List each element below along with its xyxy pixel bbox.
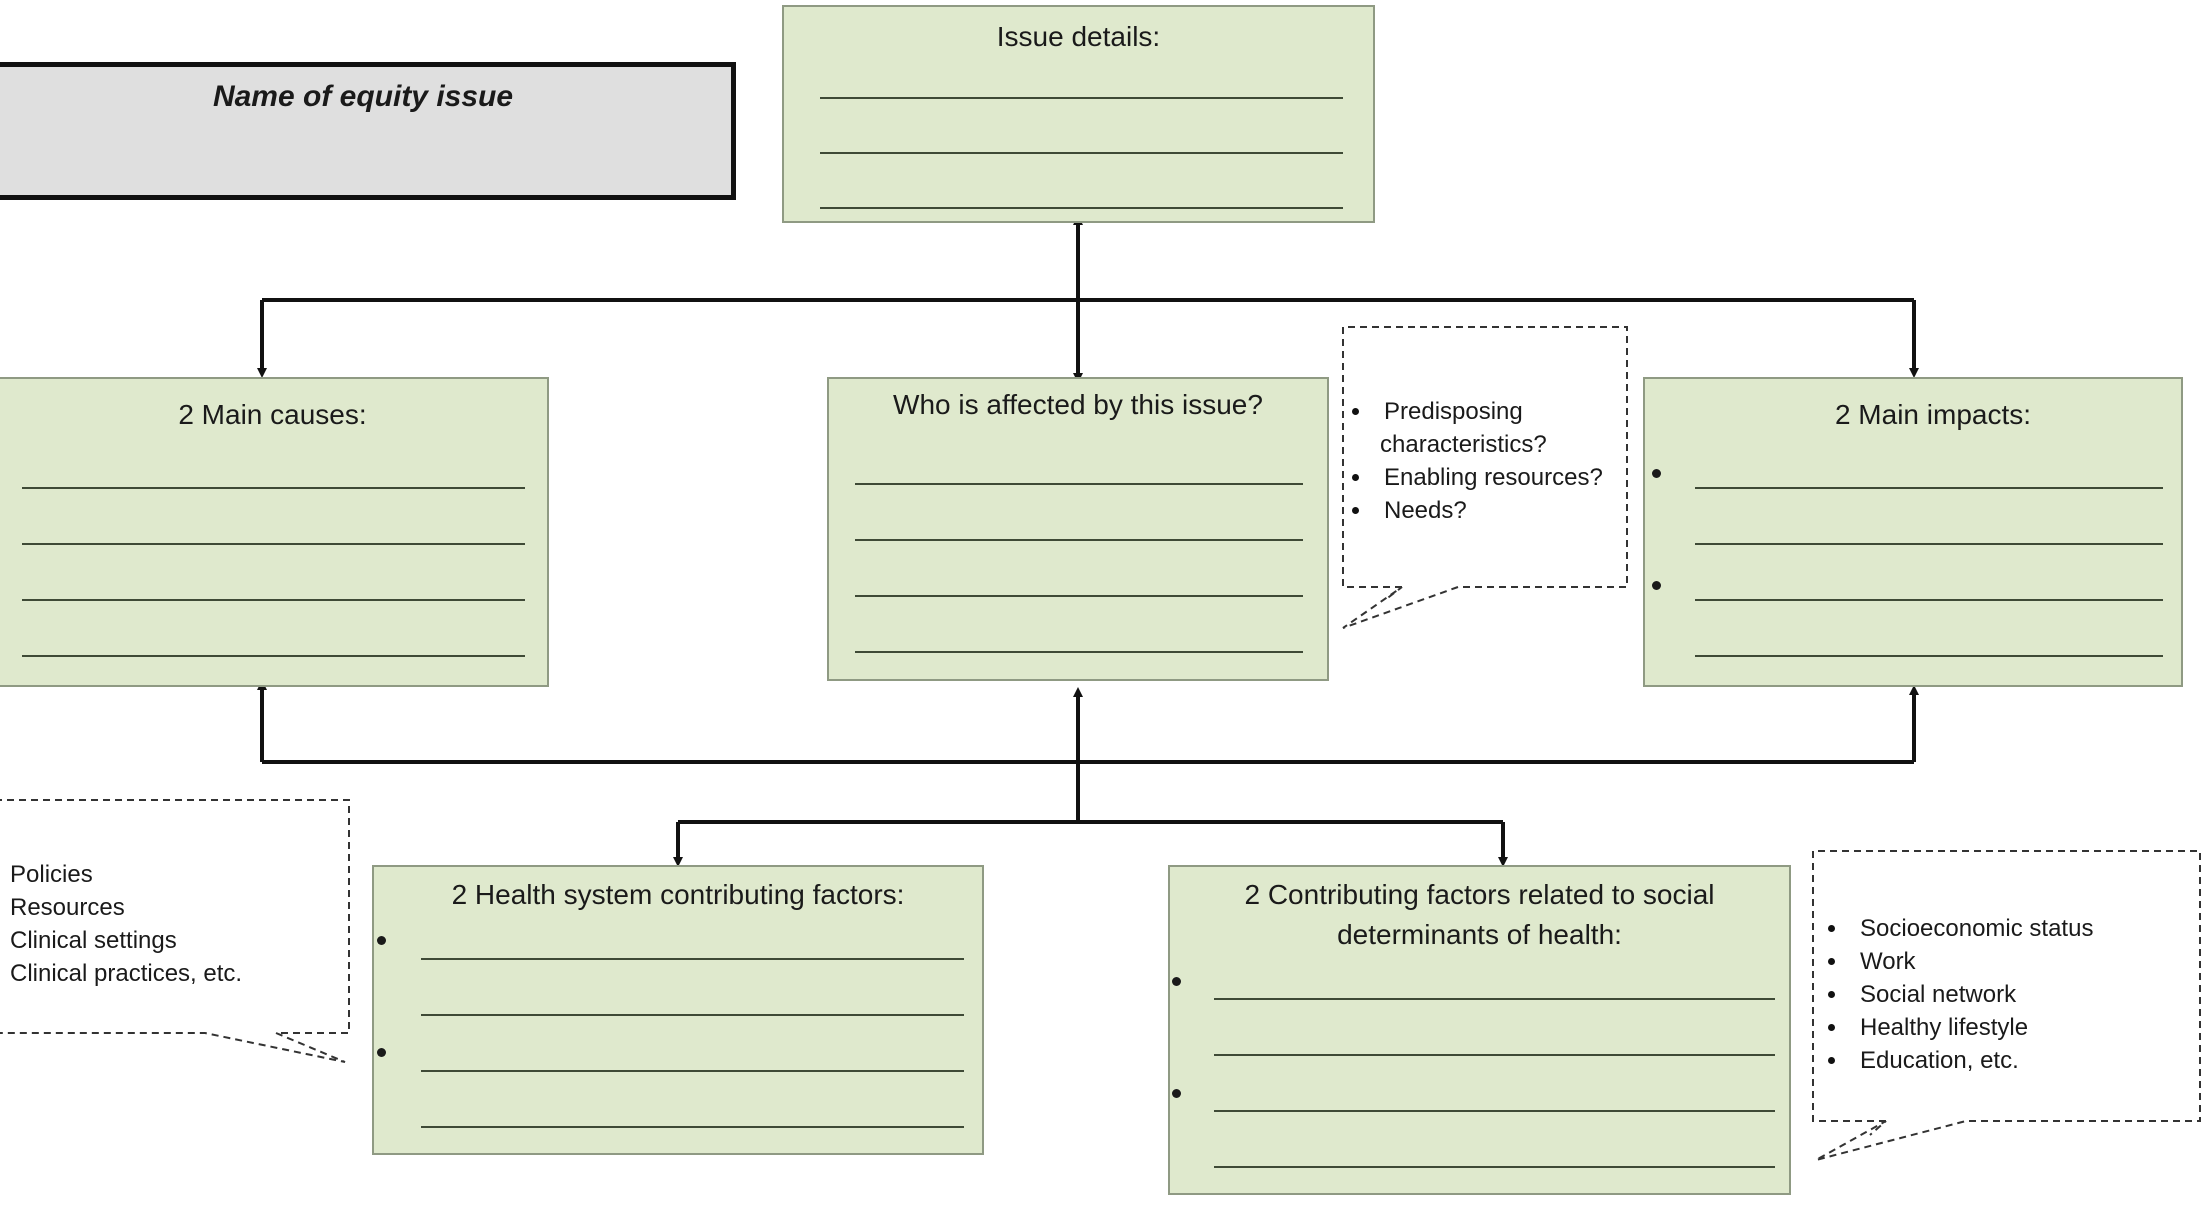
- bullet-marker: [1652, 469, 1661, 478]
- callout-health-system-text: Policies Resources Clinical settings Cli…: [10, 858, 340, 990]
- bullet-marker: [1172, 1089, 1181, 1098]
- who-affected-title: Who is affected by this issue?: [893, 389, 1263, 420]
- social-determinants-title-line1: 2 Contributing factors related to social: [1244, 879, 1715, 910]
- entry-line: [1695, 487, 2163, 489]
- health-system-factors-box: 2 Health system contributing factors:: [372, 865, 984, 1155]
- callout-health-system-outline: [0, 799, 350, 1063]
- entry-line: [855, 595, 1303, 597]
- who-affected-box: Who is affected by this issue?: [827, 377, 1329, 681]
- entry-line: [855, 483, 1303, 485]
- bullet-marker: [1172, 977, 1181, 986]
- callout-item: Clinical settings: [10, 927, 177, 954]
- callout-item: Socioeconomic status: [1824, 912, 2194, 945]
- entry-line: [1214, 1054, 1775, 1056]
- callout-item-continued: characteristics?: [1380, 431, 1547, 458]
- main-impacts-box: 2 Main impacts:: [1643, 377, 2183, 687]
- bullet-marker: [1652, 581, 1661, 590]
- callout-affected-text: Predisposing characteristics? Enabling r…: [1348, 395, 1628, 527]
- callout-affected-outline: [1342, 326, 1628, 629]
- entry-line: [421, 958, 964, 960]
- callout-item: Education, etc.: [1824, 1044, 2194, 1077]
- callout-item: Predisposing: [1348, 395, 1628, 428]
- callout-item: Healthy lifestyle: [1824, 1011, 2194, 1044]
- entry-line: [421, 1070, 964, 1072]
- equity-issue-name-label: Name of equity issue: [212, 80, 514, 113]
- entry-line: [820, 97, 1343, 99]
- bullet-marker: [377, 936, 386, 945]
- entry-line: [1695, 599, 2163, 601]
- entry-line: [22, 599, 525, 601]
- entry-line: [1695, 543, 2163, 545]
- callout-item: Resources: [10, 894, 125, 921]
- issue-details-title: Issue details:: [996, 21, 1161, 52]
- main-causes-box: 2 Main causes:: [0, 377, 549, 687]
- main-causes-title: 2 Main causes:: [178, 399, 367, 430]
- callout-item: Work: [1824, 945, 2194, 978]
- callout-item: Clinical practices, etc.: [10, 960, 243, 987]
- entry-line: [855, 539, 1303, 541]
- entry-line: [820, 207, 1343, 209]
- callout-social-outline: [1812, 850, 2201, 1161]
- bullet-marker: [377, 1048, 386, 1057]
- social-determinants-title-line2: determinants of health:: [1337, 919, 1622, 950]
- callout-item: Enabling resources?: [1348, 461, 1628, 494]
- entry-line: [22, 655, 525, 657]
- entry-line: [22, 487, 525, 489]
- entry-line: [820, 152, 1343, 154]
- entry-line: [1214, 1110, 1775, 1112]
- callout-item: Social network: [1824, 978, 2194, 1011]
- health-system-factors-title: 2 Health system contributing factors:: [451, 879, 905, 910]
- main-impacts-title: 2 Main impacts:: [1834, 399, 2032, 430]
- entry-line: [22, 543, 525, 545]
- callout-item: Needs?: [1348, 494, 1628, 527]
- entry-line: [1695, 655, 2163, 657]
- social-determinants-factors-box: 2 Contributing factors related to social…: [1168, 865, 1791, 1195]
- entry-line: [1214, 998, 1775, 1000]
- entry-line: [421, 1014, 964, 1016]
- entry-line: [1214, 1166, 1775, 1168]
- issue-details-box: Issue details:: [782, 5, 1375, 223]
- entry-line: [421, 1126, 964, 1128]
- entry-line: [855, 651, 1303, 653]
- callout-item: Policies: [10, 861, 93, 888]
- equity-issue-name-box: Name of equity issue: [0, 62, 736, 200]
- callout-social-text: Socioeconomic status Work Social network…: [1824, 912, 2194, 1077]
